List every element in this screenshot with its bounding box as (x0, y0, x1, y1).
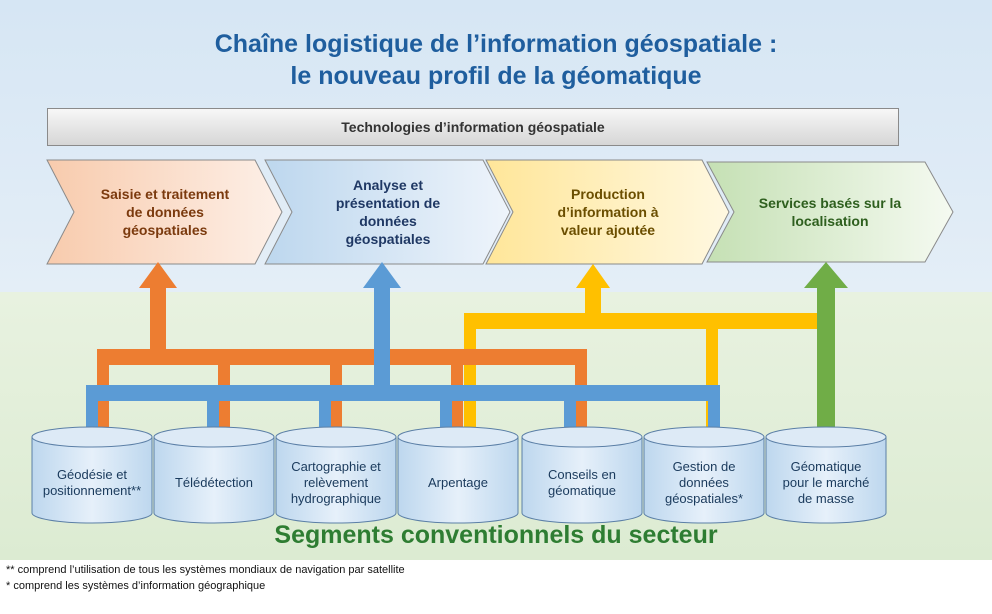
green-arrow (804, 262, 848, 437)
chevron-label-line: Services basés sur la (758, 195, 902, 211)
chevron-data-acquisition (46, 159, 283, 265)
segment-label-line: données (679, 475, 729, 490)
segment-mass-market-cylinder (765, 426, 887, 524)
diagram-title-line-2: le nouveau profil de la géomatique (290, 62, 702, 90)
chevron-label-line: d’information à (557, 204, 659, 220)
chevron-label-line: présentation de (335, 195, 441, 211)
chevron-label-line: Production (571, 186, 645, 202)
segment-label-line: Gestion de (672, 459, 736, 474)
segment-label-line: de masse (797, 491, 855, 506)
chevron-label-analysis: Analyse et présentation de données géospati… (298, 172, 478, 252)
segment-label-line: Géomatique (790, 459, 862, 474)
supply-chain-diagram: Chaîne logistique de l’information géosp… (0, 0, 992, 560)
segment-consulting-cylinder (521, 426, 643, 524)
segment-data-management-cylinder (643, 426, 765, 524)
chevron-label-line: géospatiales (122, 222, 208, 238)
chevron-label-location-services: Services basés sur la localisation (740, 172, 920, 252)
blue-connector (86, 262, 720, 437)
segments-title: Segments conventionnels du secteur (274, 521, 718, 549)
chevron-label-production: Production d’information à valeur ajoutée (518, 172, 698, 252)
segment-label-line: Cartographie et (291, 459, 381, 474)
segment-label-line: Arpentage (428, 475, 488, 490)
segment-label-line: relèvement (303, 475, 369, 490)
segment-label-line: positionnement** (42, 483, 142, 498)
segment-surveying-label: Arpentage (400, 447, 516, 519)
segment-remote-sensing-label: Télédétection (156, 447, 272, 519)
chevron-location-services (706, 161, 954, 263)
segment-remote-sensing-cylinder (153, 426, 275, 524)
chevron-label-line: données (359, 213, 417, 229)
segment-surveying-cylinder (397, 426, 519, 524)
chevron-production (485, 159, 730, 265)
chevron-label-line: localisation (791, 213, 869, 229)
chevron-label-data-acquisition: Saisie et traitement de données géospatial… (80, 172, 250, 252)
segment-cartography-cylinder (275, 426, 397, 524)
chevron-label-line: valeur ajoutée (560, 222, 656, 238)
chevron-label-line: Saisie et traitement (100, 186, 230, 202)
chevron-label-line: géospatiales (345, 231, 431, 247)
segment-cylinders (31, 426, 887, 524)
segment-label-line: Conseils en (548, 467, 616, 482)
chevron-label-line: de données (126, 204, 204, 220)
segment-label-line: Télédétection (174, 475, 254, 490)
technology-bar: Technologies d’information géospatiale (47, 108, 899, 146)
segment-label-line: Géodésie et (56, 467, 128, 482)
segment-geodesy-cylinder (31, 426, 153, 524)
segment-label-line: géospatiales* (664, 491, 744, 506)
diagram-canvas (0, 0, 992, 560)
segment-label-line: géomatique (548, 483, 616, 498)
chevron-analysis (264, 159, 511, 265)
segment-label-line: hydrographique (290, 491, 382, 506)
footnote-gis: * comprend les systèmes d’information gé… (6, 580, 266, 592)
segment-label-line: pour le marché (782, 475, 870, 490)
footnote-gnss: ** comprend l’utilisation de tous les sy… (6, 564, 405, 576)
diagram-title-line-1: Chaîne logistique de l’information géosp… (214, 30, 778, 58)
chevron-label-line: Analyse et (352, 177, 424, 193)
